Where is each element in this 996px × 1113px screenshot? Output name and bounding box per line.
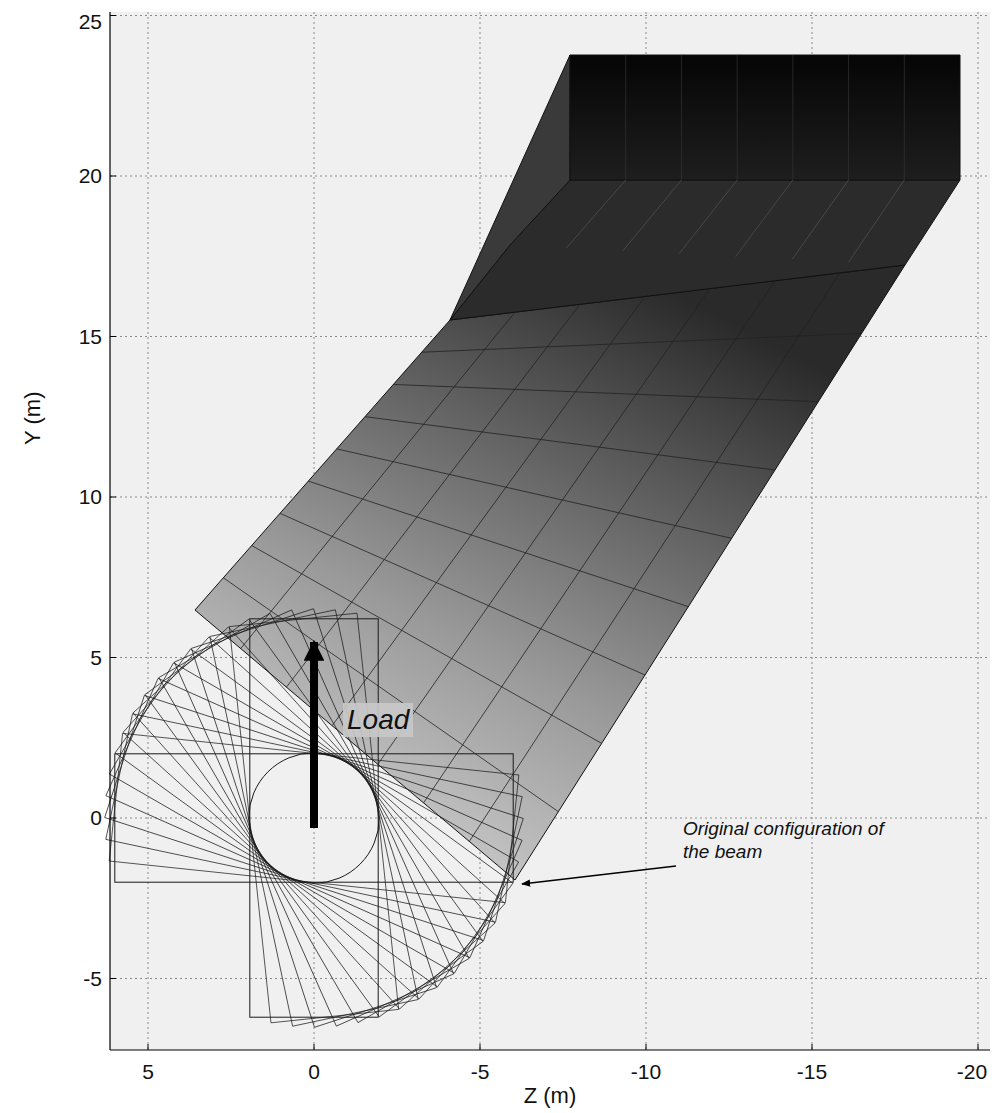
y-axis (109, 12, 110, 1050)
cross-section-outline (123, 637, 505, 999)
mesh-line (365, 417, 775, 470)
axis-title: Z (m) (524, 1083, 577, 1109)
mesh-line (332, 296, 645, 725)
mesh-line (904, 55, 905, 180)
tick-label: -20 (957, 1059, 987, 1084)
mesh-line (308, 481, 688, 607)
tick-label: 20 (79, 163, 102, 188)
tick-label: 5 (142, 1059, 154, 1084)
tick-mark (110, 15, 116, 16)
tick-mark (110, 818, 116, 819)
mesh-line (792, 180, 848, 259)
mesh-lines (223, 55, 904, 841)
mesh-line (848, 55, 849, 180)
cross-section-outline (174, 610, 453, 1026)
mesh-line (681, 55, 682, 180)
mesh-line (378, 289, 710, 765)
mesh-line (280, 513, 645, 675)
mesh-line (469, 273, 840, 842)
tick-mark (812, 1044, 813, 1050)
tick-label: -15 (797, 1059, 827, 1084)
tick-label: 25 (79, 9, 102, 34)
tick-mark (110, 497, 116, 498)
deformed-beam (195, 55, 960, 880)
grid-line (148, 12, 149, 1050)
mesh-line (337, 449, 732, 538)
tick-mark (110, 176, 116, 177)
mesh-line (849, 180, 905, 262)
mesh-line (737, 55, 738, 180)
tick-label: 15 (79, 324, 102, 349)
tick-label: 0 (90, 805, 102, 830)
mesh-line (424, 281, 775, 803)
cross-section-outline (133, 627, 495, 1009)
mesh-line (625, 55, 626, 180)
mesh-line (252, 546, 602, 744)
cross-section-outline (250, 619, 378, 1017)
mesh-line (792, 55, 793, 180)
grid-line (110, 15, 990, 16)
grid-line (110, 978, 990, 979)
tick-mark (148, 1044, 149, 1050)
leader-line (522, 866, 676, 884)
tick-label: -10 (631, 1059, 661, 1084)
z-axis (110, 1049, 990, 1050)
beam-end-face (570, 55, 960, 180)
tick-mark (978, 1044, 979, 1050)
mesh-line (736, 180, 793, 256)
tick-label: -5 (471, 1059, 490, 1084)
cross-section-outline (191, 609, 436, 1028)
mesh-line (422, 333, 862, 352)
tick-label: -5 (83, 966, 102, 991)
load-arrow (310, 642, 318, 828)
cross-section-outline (229, 613, 398, 1023)
tick-mark (110, 336, 116, 337)
cross-section-outline (145, 619, 483, 1017)
grid-line (978, 12, 979, 1050)
beam-side-face (195, 265, 905, 880)
tick-mark (646, 1044, 647, 1050)
original-configuration-wireframe (105, 609, 524, 1028)
cross-section-outline (159, 613, 469, 1022)
tick-mark (110, 657, 116, 658)
load-label: Load (343, 703, 413, 737)
tick-label: 5 (90, 645, 102, 670)
axis-title: Y (m) (21, 391, 47, 444)
cross-section-outline (210, 610, 418, 1026)
tick-mark (314, 1044, 315, 1050)
mesh-line (679, 180, 737, 254)
tick-label: 10 (79, 484, 102, 509)
mesh-line (223, 578, 558, 812)
tick-label: 0 (308, 1059, 320, 1084)
mesh-line (393, 384, 818, 401)
mesh-line (286, 304, 580, 687)
tick-mark (110, 978, 116, 979)
annotation-label: Original configuration of the beam (683, 818, 898, 864)
tick-mark (480, 1044, 481, 1050)
grid-lines (110, 12, 990, 1050)
beam-edge-face (450, 55, 570, 320)
plot-area (110, 12, 990, 1050)
mesh-line (623, 180, 682, 251)
mesh-line (566, 180, 625, 248)
